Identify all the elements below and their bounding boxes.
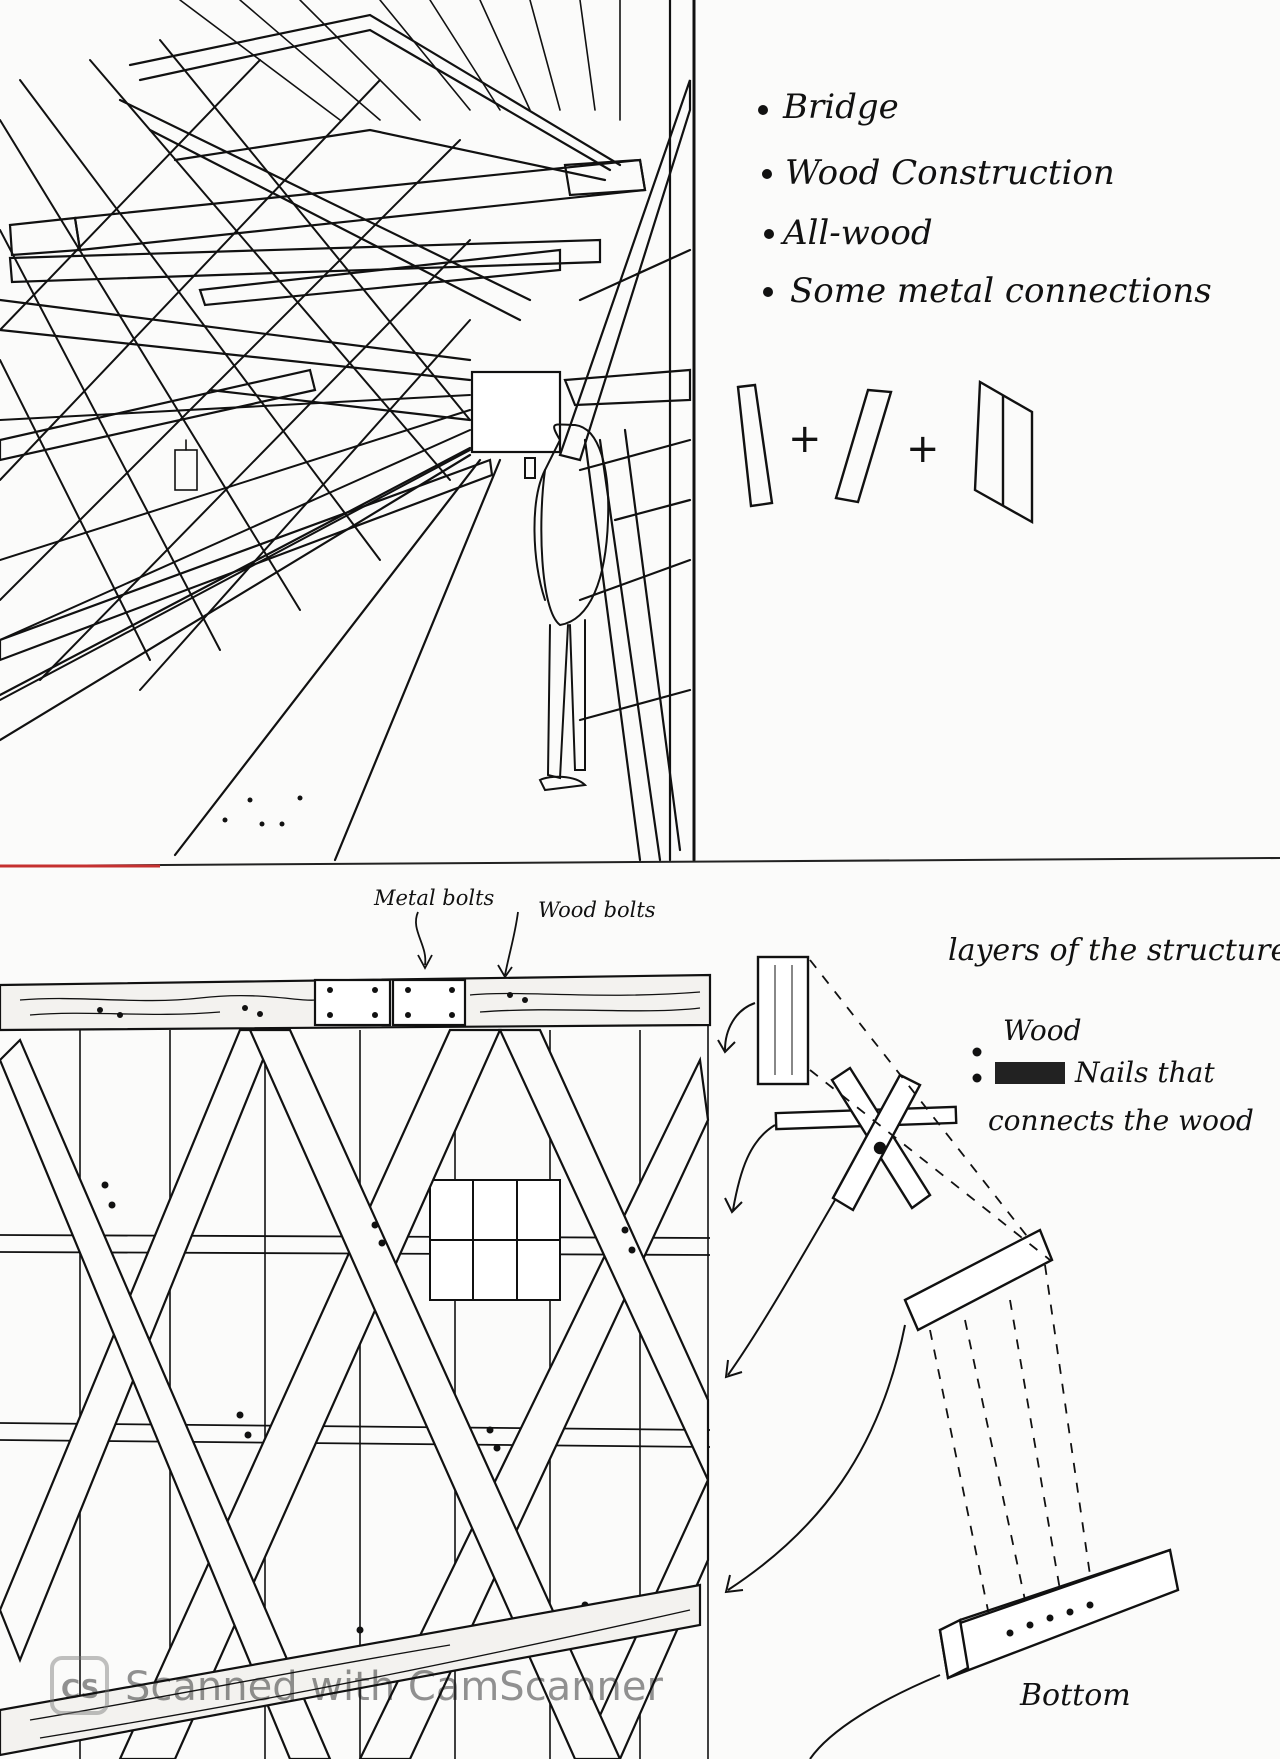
note-item: Some metal connections	[763, 271, 1212, 311]
layer-crossed-members	[774, 1066, 958, 1212]
note-item: All-wood	[764, 213, 933, 253]
bridge-end-opening	[470, 370, 562, 454]
note-text: Wood Construction	[785, 153, 1115, 193]
layer-top-plank	[756, 955, 810, 1086]
metal-plate	[313, 978, 392, 1027]
bridge-deck	[0, 446, 502, 862]
camscanner-logo-icon	[50, 1656, 109, 1715]
bullet-icon	[762, 169, 772, 179]
note-text: Bridge	[782, 87, 899, 127]
bullet-icon	[764, 229, 774, 239]
note-text: Some metal connections	[790, 271, 1212, 311]
layer-pointer-arrows	[717, 1002, 941, 1760]
watermark-text: Scanned with CamScanner	[125, 1664, 664, 1710]
layers-diagram: layers of the structure Wood Nails that …	[717, 933, 1280, 1760]
layers-title: layers of the structure	[948, 933, 1280, 968]
bullet-icon	[763, 287, 773, 297]
person-figure	[524, 423, 610, 792]
wood-bolts-arrow	[497, 911, 519, 979]
note-text: All-wood	[780, 213, 933, 253]
wood-piece-upright	[736, 383, 774, 508]
roof-boards	[179, 0, 621, 121]
floor-dots	[222, 795, 303, 827]
wood-pieces-equation: + +	[736, 379, 1034, 525]
right-wall	[558, 0, 692, 862]
metal-bolts-label: Metal bolts	[373, 886, 495, 910]
note-item: Bridge	[758, 87, 899, 127]
bottom-label: Bottom	[1019, 1678, 1131, 1713]
detail-annotations: Metal bolts Wood bolts	[373, 886, 656, 979]
lattice-members-falling	[0, 1028, 710, 1761]
bullet-icon	[758, 105, 768, 115]
plus-sign: +	[788, 416, 822, 462]
camscanner-watermark: CS Scanned with CamScanner	[50, 1656, 664, 1715]
wood-piece-slanted	[834, 388, 893, 504]
wood-piece-panel	[973, 379, 1034, 525]
beam-bolts	[1006, 1601, 1094, 1637]
legend-wood-label: Wood	[1003, 1014, 1082, 1047]
left-wall-lattice	[0, 39, 471, 701]
layer-bottom-beam	[938, 1548, 1180, 1680]
layer-slanted-plank	[903, 1228, 1054, 1332]
legend-nails-label-cont: connects the wood	[988, 1104, 1254, 1137]
note-item: Wood Construction	[762, 153, 1115, 193]
metal-plate	[391, 978, 467, 1027]
notes-list: Bridge Wood Construction All-wood Some m…	[758, 87, 1212, 311]
roof-trusses	[0, 13, 647, 662]
bullet-icon	[972, 1047, 982, 1057]
bolt-dots	[97, 987, 528, 1018]
bullet-icon	[972, 1073, 982, 1083]
scribbled-out-word	[995, 1062, 1065, 1084]
legend-nails-label: Nails that	[1074, 1056, 1215, 1089]
panel-divider-horizontal	[0, 857, 1280, 867]
lattice-window	[429, 1179, 561, 1301]
bottom-chord-beam	[0, 1583, 702, 1757]
lattice-truss-detail	[0, 973, 712, 1761]
plus-sign: +	[906, 426, 940, 472]
wood-bolts-label: Wood bolts	[538, 898, 656, 922]
camscanner-logo-badge: CS	[61, 1675, 99, 1705]
hanging-lantern	[174, 439, 198, 491]
bridge-interior-drawing	[0, 0, 696, 862]
metal-bolts-arrow	[415, 911, 433, 970]
exploded-guide-lines	[809, 959, 1091, 1621]
